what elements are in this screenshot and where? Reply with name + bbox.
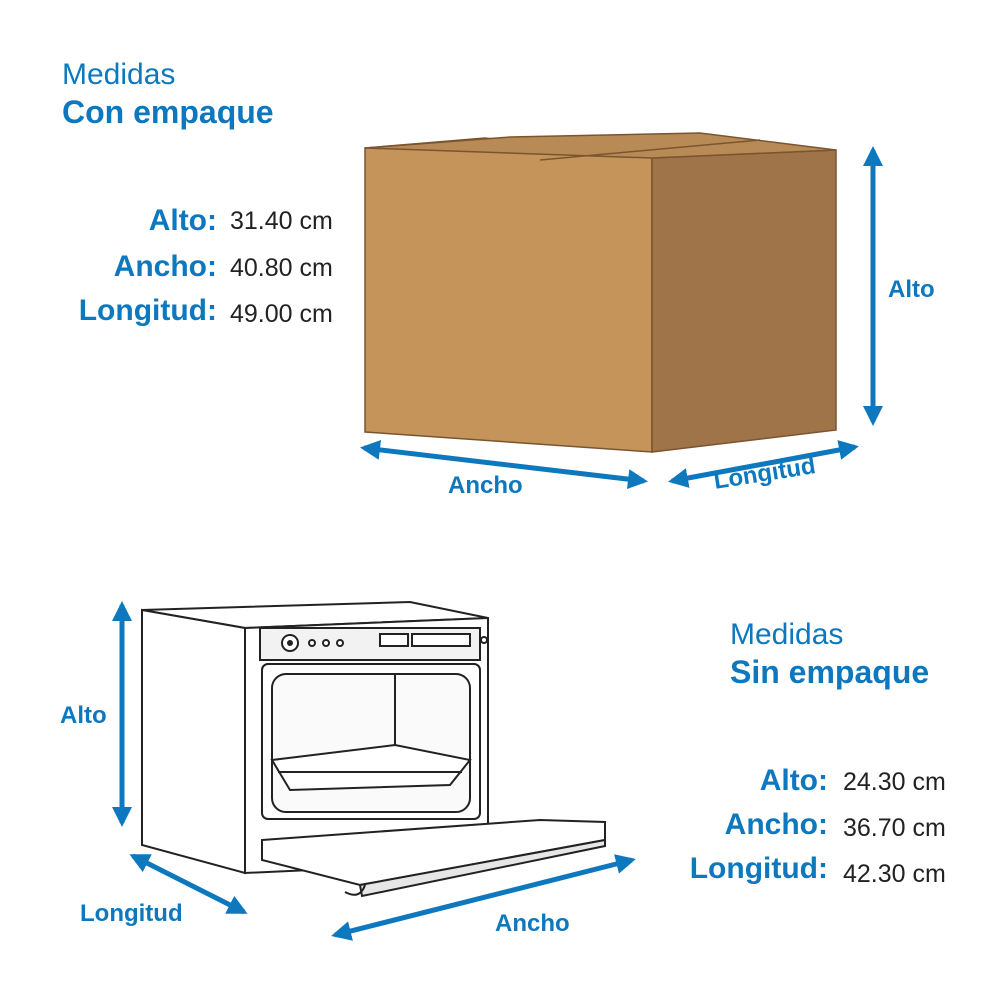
unpackaged-title-line2: Sin empaque <box>730 654 930 690</box>
cardboard-box-icon <box>364 132 837 453</box>
packaged-length-label: Longitud: <box>78 294 217 327</box>
packaged-width-arrow <box>360 439 648 490</box>
unpackaged-width-arrow <box>331 854 636 941</box>
packaged-length-value: 49.00 cm <box>230 300 333 328</box>
unpackaged-length-label: Longitud: <box>689 852 828 885</box>
packaged-height-arrow-label: Alto <box>888 276 935 303</box>
oven-icon <box>141 600 606 898</box>
packaged-height-label: Alto: <box>148 204 217 237</box>
packaged-width-value: 40.80 cm <box>230 254 333 282</box>
unpackaged-height-label: Alto: <box>759 764 828 797</box>
packaged-height-value: 31.40 cm <box>230 207 333 235</box>
unpackaged-title-line1: Medidas <box>730 618 844 651</box>
packaged-title-line1: Medidas <box>62 58 176 91</box>
unpackaged-height-value: 24.30 cm <box>843 768 946 796</box>
unpackaged-length-arrow-label: Longitud <box>80 900 183 927</box>
unpackaged-length-value: 42.30 cm <box>843 860 946 888</box>
unpackaged-width-arrow-label: Ancho <box>495 910 570 937</box>
unpackaged-width-value: 36.70 cm <box>843 814 946 842</box>
packaged-length-arrow <box>668 440 859 488</box>
packaged-width-arrow-label: Ancho <box>448 472 523 499</box>
unpackaged-length-arrow <box>129 853 248 915</box>
unpackaged-height-arrow-label: Alto <box>60 702 107 729</box>
packaged-width-label: Ancho: <box>113 250 217 283</box>
unpackaged-width-label: Ancho: <box>724 808 828 841</box>
packaged-title-line2: Con empaque <box>62 94 274 130</box>
